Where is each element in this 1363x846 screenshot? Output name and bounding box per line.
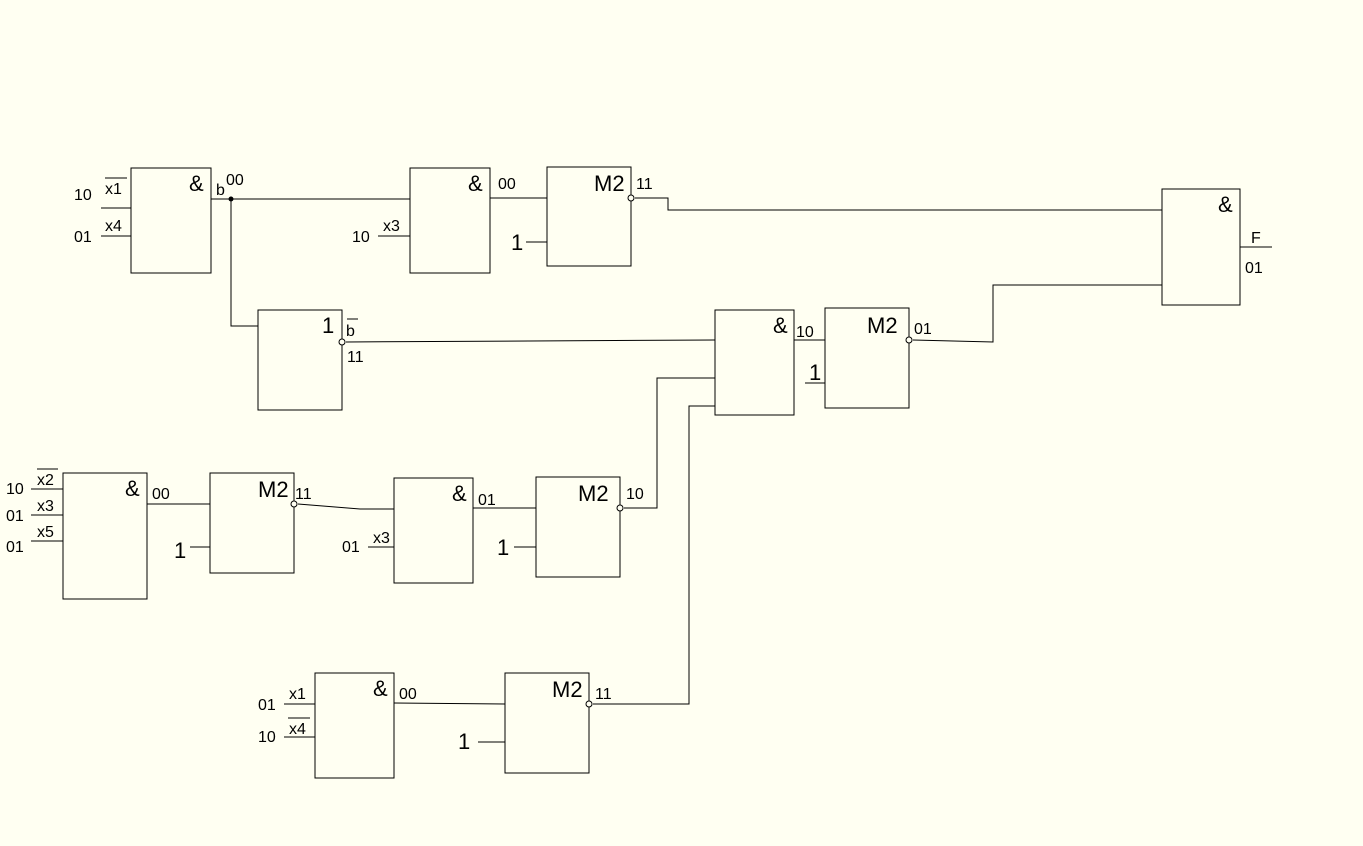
input-value: 01	[6, 508, 24, 525]
and-gate-5	[393, 477, 474, 584]
input-variable: x1	[105, 181, 122, 198]
inverter-bubble	[585, 700, 593, 708]
wires	[31, 197, 1272, 743]
input-value: 01	[6, 539, 24, 556]
gate-symbol-and: &	[373, 676, 388, 701]
input-value: 01	[342, 539, 360, 556]
signal-value: 00	[152, 486, 170, 503]
signal-value: 10	[796, 324, 814, 341]
gate-symbol-xor: M2	[594, 171, 625, 196]
gate-symbol-xor: M2	[578, 481, 609, 506]
gate-symbol-xor: M2	[867, 313, 898, 338]
input-value: 10	[258, 729, 276, 746]
input-variable: x4	[105, 218, 122, 235]
and-gate-3	[714, 309, 795, 416]
and-gate-2	[409, 167, 491, 274]
signal-b-value: 00	[226, 172, 244, 189]
xor-gate-5	[824, 307, 910, 409]
input-variable: x3	[37, 498, 54, 515]
const-one-label: 1	[497, 535, 509, 560]
xor-gate-1	[546, 166, 632, 267]
gate-symbol-and: &	[1218, 192, 1233, 217]
gate-symbol-and: &	[468, 171, 483, 196]
input-value: 10	[352, 229, 370, 246]
and-gate-4	[62, 472, 148, 600]
or-gate-not	[257, 309, 343, 411]
signal-value: 10	[626, 486, 644, 503]
gate-symbol-xor: M2	[552, 677, 583, 702]
signal-value: 11	[347, 349, 364, 366]
input-value: 10	[6, 481, 24, 498]
inverter-bubble	[338, 338, 346, 346]
negation-bars	[37, 177, 358, 719]
gate-symbol-and: &	[125, 476, 140, 501]
signal-b-label: b	[216, 182, 225, 199]
gate-symbol-or: 1	[322, 313, 334, 338]
gate-symbol-xor: M2	[258, 477, 289, 502]
gate-symbol-and: &	[189, 171, 204, 196]
inverter-bubble	[290, 500, 298, 508]
input-value: 01	[258, 697, 276, 714]
inverter-bubble	[905, 336, 913, 344]
xor-gate-2	[209, 472, 295, 574]
const-one-label: 1	[458, 729, 470, 754]
input-variable: x3	[383, 218, 400, 235]
output-f-label: F	[1251, 230, 1261, 247]
signal-value: 11	[636, 176, 653, 193]
input-variable: x4	[289, 721, 306, 738]
junction-dot	[228, 196, 234, 202]
gate-symbol-and: &	[452, 481, 467, 506]
const-one-label: 1	[174, 538, 186, 563]
input-variable: x2	[37, 472, 54, 489]
inverter-bubble	[616, 504, 624, 512]
and-gate-1	[130, 167, 212, 274]
signal-value: 11	[295, 486, 312, 503]
signal-value: 01	[914, 321, 932, 338]
input-variable: x5	[37, 524, 54, 541]
input-variable: x1	[289, 686, 306, 703]
const-one-label: 1	[511, 230, 523, 255]
gate-symbol-and: &	[773, 313, 788, 338]
output-f-value: 01	[1245, 260, 1263, 277]
inverter-bubble	[627, 194, 635, 202]
input-value: 10	[74, 187, 92, 204]
signal-value: 00	[498, 176, 516, 193]
signal-b-not-label: b	[346, 323, 355, 340]
xor-gate-4	[504, 672, 590, 774]
xor-gate-3	[535, 476, 621, 578]
const-one-label: 1	[809, 360, 821, 385]
signal-value: 00	[399, 686, 417, 703]
signal-value: 11	[595, 686, 612, 703]
input-value: 01	[74, 229, 92, 246]
signal-value: 01	[478, 492, 496, 509]
input-variable: x3	[373, 530, 390, 547]
and-gate-6	[314, 672, 395, 779]
